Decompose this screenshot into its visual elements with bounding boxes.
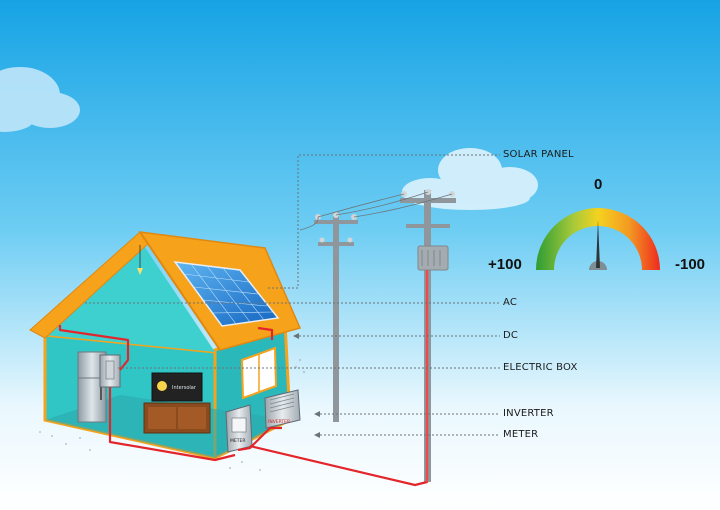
inverter-device: INVERTER [264, 389, 301, 429]
meter-device-text: METER [230, 438, 245, 444]
solar-panel [173, 261, 280, 327]
gauge-label-plus-100: +100 [488, 256, 522, 273]
cloud-left [0, 67, 80, 132]
inverter-device-text: INVERTER [268, 419, 290, 425]
ground-specks [39, 358, 306, 471]
television: Intersolar [151, 372, 203, 402]
label-electric-box: ELECTRIC BOX [503, 362, 578, 373]
leader-arrows [293, 333, 320, 438]
label-inverter: INVERTER [503, 408, 554, 419]
label-ac: AC [503, 297, 518, 308]
label-meter: METER [503, 429, 539, 440]
electric-box [99, 354, 121, 388]
tv-cabinet [143, 402, 211, 434]
leader-lines [85, 154, 500, 436]
meter-device: METER [225, 404, 253, 453]
gauge-label-minus-100: -100 [675, 256, 706, 273]
gauge-label-zero: 0 [594, 176, 603, 193]
gauge [536, 208, 660, 270]
tv-brand-text: Intersolar [172, 385, 197, 391]
utility-pole-left [314, 212, 358, 422]
label-dc: DC [503, 330, 519, 341]
label-solar-panel: SOLAR PANEL [503, 149, 574, 160]
gauge-needle [596, 220, 600, 268]
power-lines [299, 191, 453, 231]
